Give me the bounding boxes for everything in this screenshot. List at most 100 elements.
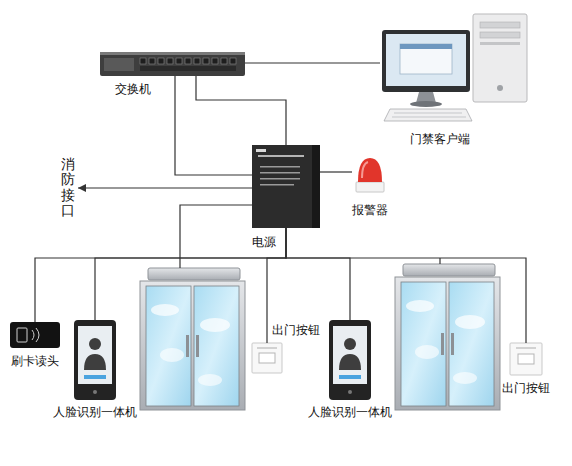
card-reader-icon: [10, 322, 60, 348]
exit-button-icon: [516, 347, 536, 349]
face-terminal-icon: [84, 354, 106, 370]
glass-door: [415, 345, 439, 359]
face-terminal-icon: [93, 390, 97, 394]
switch-icon: [167, 58, 173, 64]
glass-door: [140, 268, 245, 410]
switch-icon: [100, 52, 245, 55]
device-caption: 交换机: [115, 82, 151, 96]
glass-door: [441, 333, 444, 355]
switch-icon: [176, 58, 182, 64]
client-computer-icon: [384, 109, 472, 121]
card-reader-icon: [32, 328, 39, 342]
power-supply-icon: [260, 166, 300, 168]
face-terminal-icon: [339, 375, 361, 379]
switch-icon: [140, 58, 146, 64]
switch-icon: [158, 58, 164, 64]
glass-door: [198, 374, 222, 386]
glass-door: [194, 286, 239, 406]
vertical-label: 消防接口: [61, 157, 75, 219]
wire-connector: [78, 187, 252, 188]
glass-door: [160, 348, 184, 362]
client-computer-icon: [386, 34, 466, 86]
switch-icon: [221, 58, 227, 64]
glass-door: [401, 282, 446, 406]
switch-icon: [140, 66, 236, 71]
switch-node: 交换机: [100, 52, 245, 76]
client-computer-icon: [400, 44, 452, 74]
client-computer-icon: [410, 101, 442, 107]
power-supply-icon: [252, 145, 320, 228]
switch-icon: [194, 58, 200, 64]
alarm-icon: [356, 182, 384, 192]
power-node: 电源: [252, 145, 320, 228]
glass-door: [451, 333, 454, 355]
wire-connector: [286, 228, 350, 320]
face-terminal-icon: [339, 354, 361, 370]
client-computer-icon: [497, 85, 503, 91]
client-computer-icon: [473, 14, 527, 102]
exit-button-icon: [259, 353, 275, 363]
switch-icon: [230, 58, 236, 64]
face-terminal-icon: [78, 326, 112, 384]
face-terminal-icon: [89, 338, 101, 350]
wire-connector: [95, 228, 286, 320]
client-computer-icon: [392, 113, 466, 117]
face-terminal-node: 人脸识别一体机: [74, 320, 116, 400]
wire-connector: [245, 62, 380, 63]
face-terminal-icon: [333, 326, 367, 384]
card-reader-icon: [10, 322, 60, 348]
exit-button-icon: [518, 354, 534, 364]
device-caption: 刷卡读头: [11, 354, 59, 368]
switch-icon: [203, 58, 209, 64]
glass-door: [449, 282, 494, 406]
exit-button-icon: [510, 343, 542, 375]
card-reader-icon: [17, 328, 27, 342]
alarm-icon: [358, 158, 382, 182]
exit-button-icon: [252, 343, 282, 373]
glass-door: [455, 315, 485, 329]
switch-icon: [100, 52, 245, 76]
glass-door: [151, 304, 179, 316]
alarm-icon: [356, 158, 384, 192]
switch-icon: [104, 58, 134, 71]
power-supply-icon: [312, 145, 320, 228]
device-caption: 人脸识别一体机: [308, 405, 392, 419]
glass-door: [196, 335, 199, 357]
client-computer-icon: [382, 30, 470, 92]
power-supply-icon: [252, 145, 320, 228]
power-supply-icon: [260, 172, 300, 174]
glass-door: [453, 372, 477, 384]
face-terminal-node: 人脸识别一体机: [329, 320, 371, 400]
glass-door: [146, 286, 191, 406]
glass-door: [186, 335, 189, 357]
wire-connector: [196, 76, 286, 145]
alarm-icon: [362, 162, 368, 178]
glass-door: [403, 264, 495, 276]
face-terminal-icon: [329, 320, 371, 400]
device-caption: 出门按钮: [272, 323, 320, 337]
switch-icon: [149, 58, 155, 64]
face-terminal-icon: [74, 320, 116, 400]
power-supply-icon: [260, 178, 300, 180]
exit-button-icon: [510, 343, 542, 375]
fire-interface-node: 消防接口: [58, 154, 78, 222]
client-computer-icon: [382, 14, 527, 121]
face-terminal-icon: [74, 320, 116, 400]
switch-icon: [100, 52, 245, 76]
device-caption: 人脸识别一体机: [53, 405, 137, 419]
glass-door: [395, 277, 500, 410]
glass-door: [148, 268, 240, 280]
wire-connector: [286, 228, 526, 343]
client-computer-icon: [480, 32, 520, 38]
arrow-head: [78, 184, 86, 192]
client-node: 门禁客户端: [380, 14, 528, 122]
power-supply-icon: [258, 155, 304, 157]
exit-button-icon: [252, 343, 282, 373]
device-caption: 电源: [252, 235, 276, 249]
face-terminal-icon: [329, 320, 371, 400]
face-terminal-icon: [84, 375, 106, 379]
power-supply-icon: [256, 149, 266, 152]
device-caption: 报警器: [352, 203, 388, 217]
